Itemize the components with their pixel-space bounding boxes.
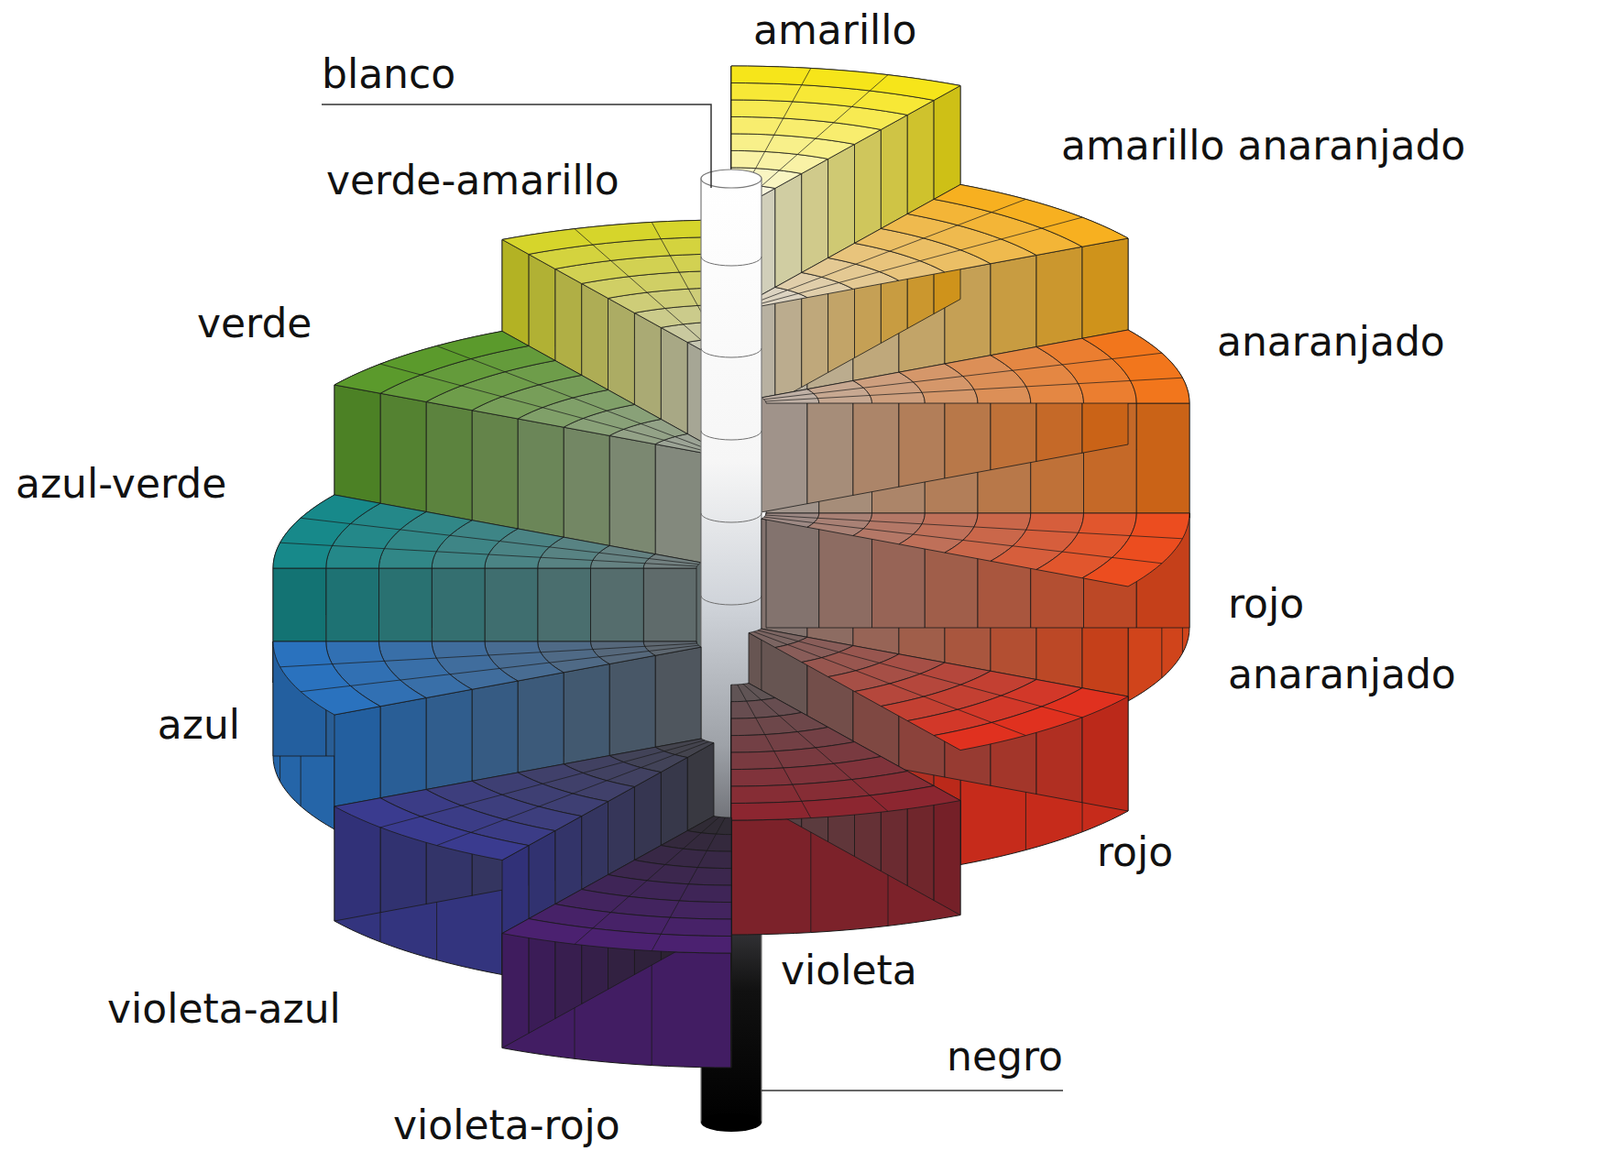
color-name-label: amarillo [753, 7, 917, 55]
radial-wall [380, 393, 427, 516]
face-line [380, 740, 705, 828]
radial-wall [471, 410, 518, 534]
color-name-label: violeta-azul [107, 986, 341, 1033]
face-line [764, 352, 1162, 400]
color-name-label: violeta-rojo [393, 1102, 621, 1150]
color-name-label: rojo [1096, 829, 1173, 877]
axis-band [701, 513, 762, 523]
color-name-label: blanco [321, 51, 456, 99]
chroma-step [933, 184, 1129, 247]
radial-wall [731, 936, 733, 1068]
radial-wall [766, 513, 820, 628]
color-name-label: azul [157, 701, 241, 749]
hue-wedge [761, 329, 1190, 518]
face-line [280, 643, 698, 668]
axis-band [701, 430, 762, 440]
hue-wedge [502, 816, 732, 1068]
radial-wall [933, 786, 961, 916]
color-name-label: verde-amarillo [326, 157, 620, 205]
axis-bottom [701, 1113, 762, 1132]
face-line [743, 683, 888, 811]
color-name-label: negro [946, 1033, 1064, 1081]
chroma-step [273, 494, 381, 569]
color-name-label: rojo anaranjado [1227, 568, 1531, 710]
face-line [300, 517, 699, 565]
chroma-step [1082, 329, 1190, 404]
radial-wall [1136, 403, 1190, 518]
color-name-label: verde [197, 300, 312, 348]
radial-wall [655, 444, 702, 568]
color-name-label: azul-verde [15, 460, 227, 508]
chroma-step [731, 65, 961, 100]
axis-top [701, 169, 762, 188]
wall-line [651, 951, 653, 1066]
face-line [765, 515, 1183, 539]
chroma-step [334, 798, 529, 861]
face-line [574, 816, 720, 944]
chroma-step [1082, 513, 1190, 587]
face-line [651, 817, 725, 952]
radial-wall [761, 389, 808, 513]
chroma-step [502, 219, 732, 254]
color-name-label: anaranjado [1216, 318, 1446, 366]
leader-line [761, 1089, 1064, 1092]
face-line [437, 345, 710, 450]
face-line [280, 542, 698, 567]
chroma-step [731, 786, 961, 821]
chroma-step [933, 688, 1129, 751]
chroma-step [273, 641, 381, 715]
radial-wall [563, 427, 610, 550]
face-line [574, 229, 720, 357]
axis-band [701, 348, 762, 358]
chroma-step [502, 919, 732, 954]
hue-wedge [748, 184, 1129, 420]
color-name-label: violeta [780, 947, 918, 995]
radial-wall [609, 435, 656, 559]
radial-wall [334, 384, 381, 508]
face-line [743, 75, 888, 203]
face-line [764, 516, 1162, 564]
chroma-step [334, 330, 529, 394]
face-line [380, 363, 705, 451]
face-line [757, 630, 1083, 718]
face-line [757, 217, 1083, 305]
axis-band [701, 595, 762, 605]
radial-wall [517, 418, 564, 542]
hue-wedge [731, 683, 961, 935]
face-line [765, 377, 1183, 402]
face-line [437, 741, 710, 845]
radial-wall [426, 401, 472, 525]
face-line [300, 645, 699, 692]
face-line [753, 198, 1026, 303]
color-name-label: amarillo anaranjado [1061, 122, 1466, 170]
radial-wall [502, 919, 529, 1049]
wall-line [810, 818, 811, 933]
face-line [737, 684, 811, 819]
axis-band [701, 256, 762, 266]
